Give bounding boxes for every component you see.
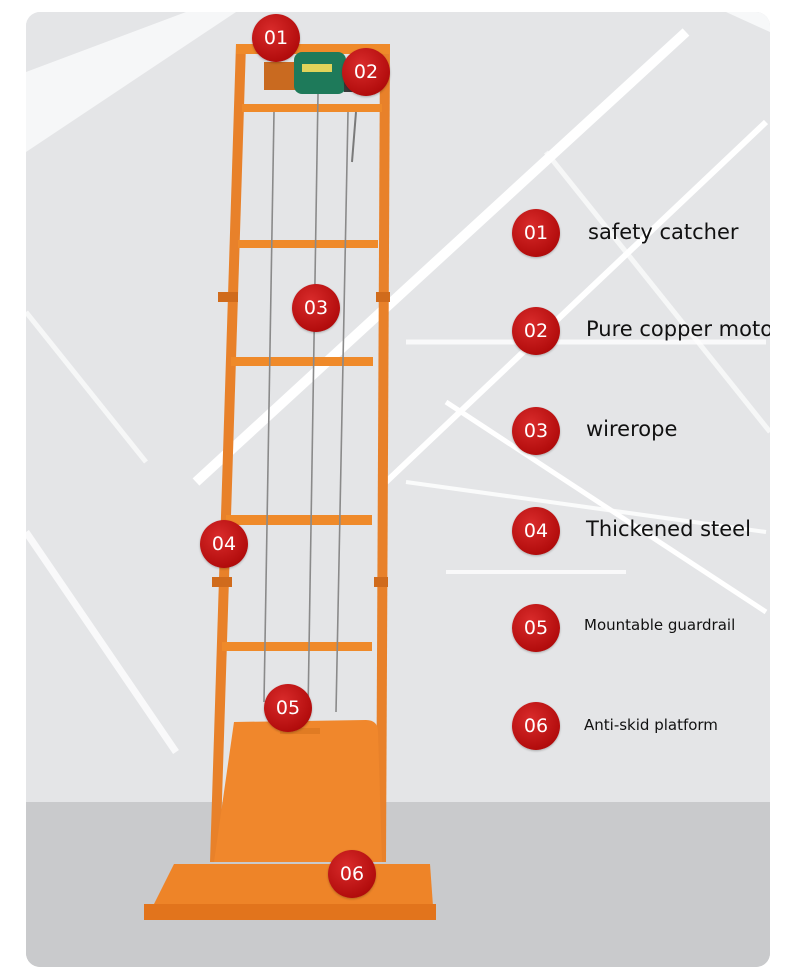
corridor-background [26, 12, 770, 967]
badge-06-on-image: 06 [328, 850, 376, 898]
legend-label-safety-catcher: safety catcher [588, 220, 739, 244]
badge-01-on-image: 01 [252, 14, 300, 62]
product-photo-frame: 01 02 03 04 05 06 01 safety catcher 02 P… [26, 12, 770, 967]
legend-badge-02: 02 [512, 307, 560, 355]
legend-badge-04: 04 [512, 507, 560, 555]
legend-label-thickened-steel: Thickened steel [586, 517, 751, 541]
legend-badge-03: 03 [512, 407, 560, 455]
legend-badge-01: 01 [512, 209, 560, 257]
legend-label-mountable-guardrail: Mountable guardrail [584, 616, 736, 634]
legend-badge-05: 05 [512, 604, 560, 652]
badge-04-on-image: 04 [200, 520, 248, 568]
badge-02-on-image: 02 [342, 48, 390, 96]
legend-label-pure-copper-motor: Pure copper motor [586, 317, 770, 341]
legend-label-anti-skid-platform: Anti-skid platform [584, 716, 718, 734]
badge-03-on-image: 03 [292, 284, 340, 332]
legend-badge-06: 06 [512, 702, 560, 750]
legend-label-wirerope: wirerope [586, 417, 678, 441]
cargo-lift-illustration [144, 44, 436, 920]
badge-05-on-image: 05 [264, 684, 312, 732]
